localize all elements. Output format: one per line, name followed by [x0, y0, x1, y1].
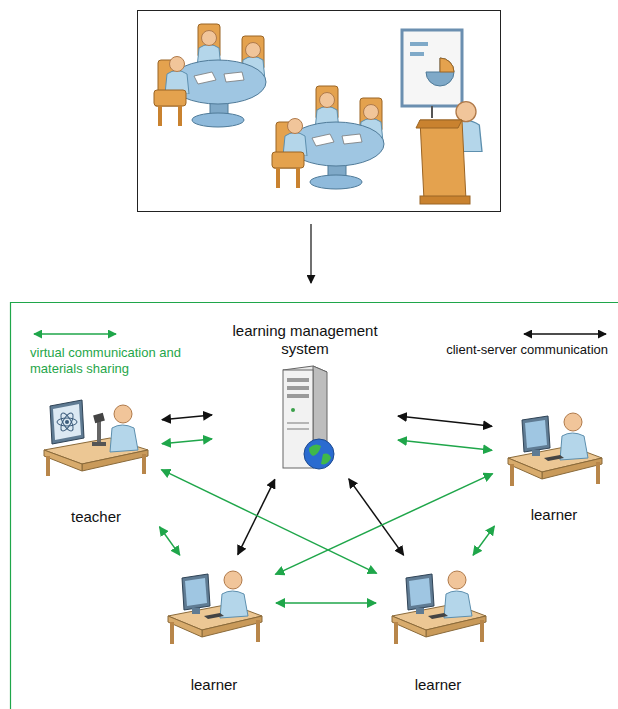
virtual-link	[473, 526, 494, 555]
transition-arrow	[310, 224, 311, 283]
workstation-node: learner	[498, 402, 610, 524]
learner-icon	[504, 402, 604, 488]
server-icon	[273, 362, 337, 474]
learner-icon	[388, 560, 488, 646]
legend-text: virtual communication and materials shar…	[30, 345, 210, 377]
teacher-icon	[40, 398, 152, 478]
virtual-link	[275, 474, 492, 575]
server-icon	[273, 362, 337, 474]
client-server-link	[349, 479, 404, 555]
teacher-icon	[40, 398, 152, 478]
learner-icon	[164, 560, 264, 646]
node-label: learner	[158, 676, 270, 694]
virtual-link	[161, 470, 376, 574]
workstation-node: teacher	[36, 398, 156, 526]
client-server-link	[162, 415, 212, 420]
legend-sample	[524, 333, 606, 335]
workstation-node: learner	[158, 560, 270, 694]
virtual-link	[398, 440, 492, 450]
legend-text: client-server communication	[408, 342, 608, 358]
client-server-link	[238, 479, 275, 554]
virtual-link	[276, 602, 376, 604]
node-label: learner	[382, 676, 494, 694]
node-label: learning management system	[218, 322, 392, 358]
server-node: learning management system	[218, 322, 392, 474]
learner-icon	[164, 560, 264, 646]
node-label: learner	[498, 506, 610, 524]
classroom-illustration	[138, 11, 501, 212]
legend-sample	[34, 333, 116, 335]
node-label: teacher	[36, 508, 156, 526]
virtual-link	[162, 439, 212, 444]
region-outline	[11, 303, 618, 709]
workstation-node: learner	[382, 560, 494, 694]
client-server-link	[398, 416, 492, 426]
learner-icon	[504, 402, 604, 488]
learner-icon	[388, 560, 488, 646]
virtual-link	[160, 527, 180, 555]
